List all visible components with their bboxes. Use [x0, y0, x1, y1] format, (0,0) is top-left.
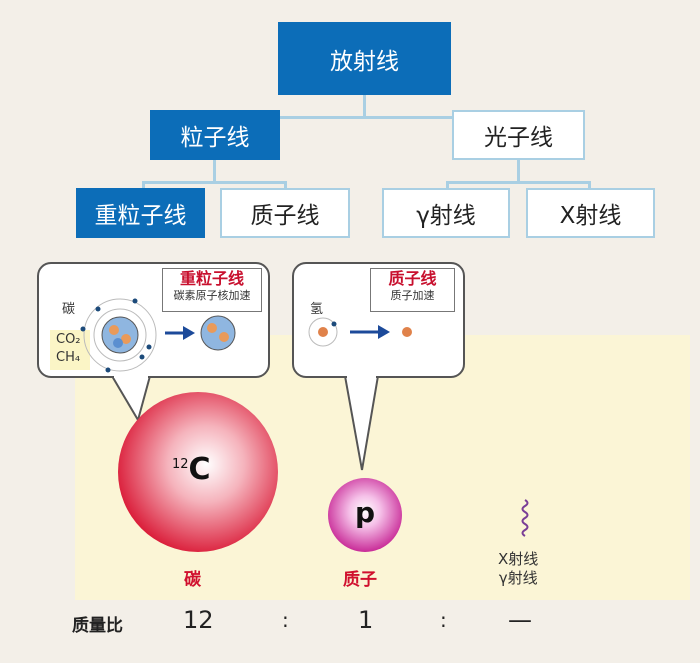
mass-ratio-proton: 1 — [358, 606, 374, 634]
node-particle-beam: 粒子线 — [150, 110, 280, 160]
carbon-element-label: 碳 — [62, 302, 76, 317]
hydrogen-element-label: 氢 — [310, 302, 324, 317]
mass-ratio-carbon: 12 — [183, 606, 214, 634]
connector — [142, 181, 145, 190]
node-heavy-ion: 重粒子线 — [76, 188, 205, 238]
node-proton-beam: 质子线 — [220, 188, 350, 238]
gamma-label: γ射线 — [498, 569, 538, 587]
heavy-ion-title: 重粒子线 — [179, 269, 244, 288]
proton-label: 质子 — [343, 570, 377, 590]
proton-circle — [328, 478, 402, 552]
ratio-separator: : — [440, 608, 447, 632]
node-radiation: 放射线 — [278, 22, 451, 95]
connector — [363, 95, 366, 117]
heavy-ion-tag: 重粒子线 碳素原子核加速 — [162, 268, 262, 312]
node-gamma-ray: γ射线 — [382, 188, 510, 238]
node-x-ray: X射线 — [526, 188, 655, 238]
wave-labels: X射线 γ射线 — [498, 550, 538, 588]
proton-symbol: p — [355, 496, 376, 529]
ratio-separator: : — [282, 608, 289, 632]
mass-ratio-label: 质量比 — [72, 616, 123, 636]
carbon-mass-number: 12 — [172, 457, 189, 472]
carbon-nucleus-circle — [118, 392, 278, 552]
connector — [446, 181, 449, 190]
carbon-symbol: 12C — [172, 452, 211, 487]
mass-ratio-photon: — — [508, 606, 532, 634]
proton-subtitle: 质子加速 — [390, 289, 435, 302]
ch4-label: CH₄ — [56, 350, 81, 365]
connector — [284, 181, 287, 190]
connector — [213, 116, 519, 119]
co2-label: CO₂ — [56, 332, 81, 347]
carbon-letter: C — [188, 452, 211, 487]
heavy-ion-subtitle: 碳素原子核加速 — [173, 289, 251, 302]
wave-icon — [521, 499, 529, 537]
xray-label: X射线 — [498, 550, 539, 568]
proton-title: 质子线 — [388, 269, 437, 288]
carbon-atom-icon — [80, 298, 236, 373]
connector — [213, 160, 216, 182]
hydrogen-atom-icon — [308, 317, 412, 347]
connector — [588, 181, 591, 190]
connector — [517, 160, 520, 182]
carbon-label: 碳 — [184, 570, 201, 590]
proton-tag: 质子线 质子加速 — [370, 268, 455, 312]
connector — [446, 181, 590, 184]
connector — [142, 181, 286, 184]
node-photon-beam: 光子线 — [452, 110, 585, 160]
